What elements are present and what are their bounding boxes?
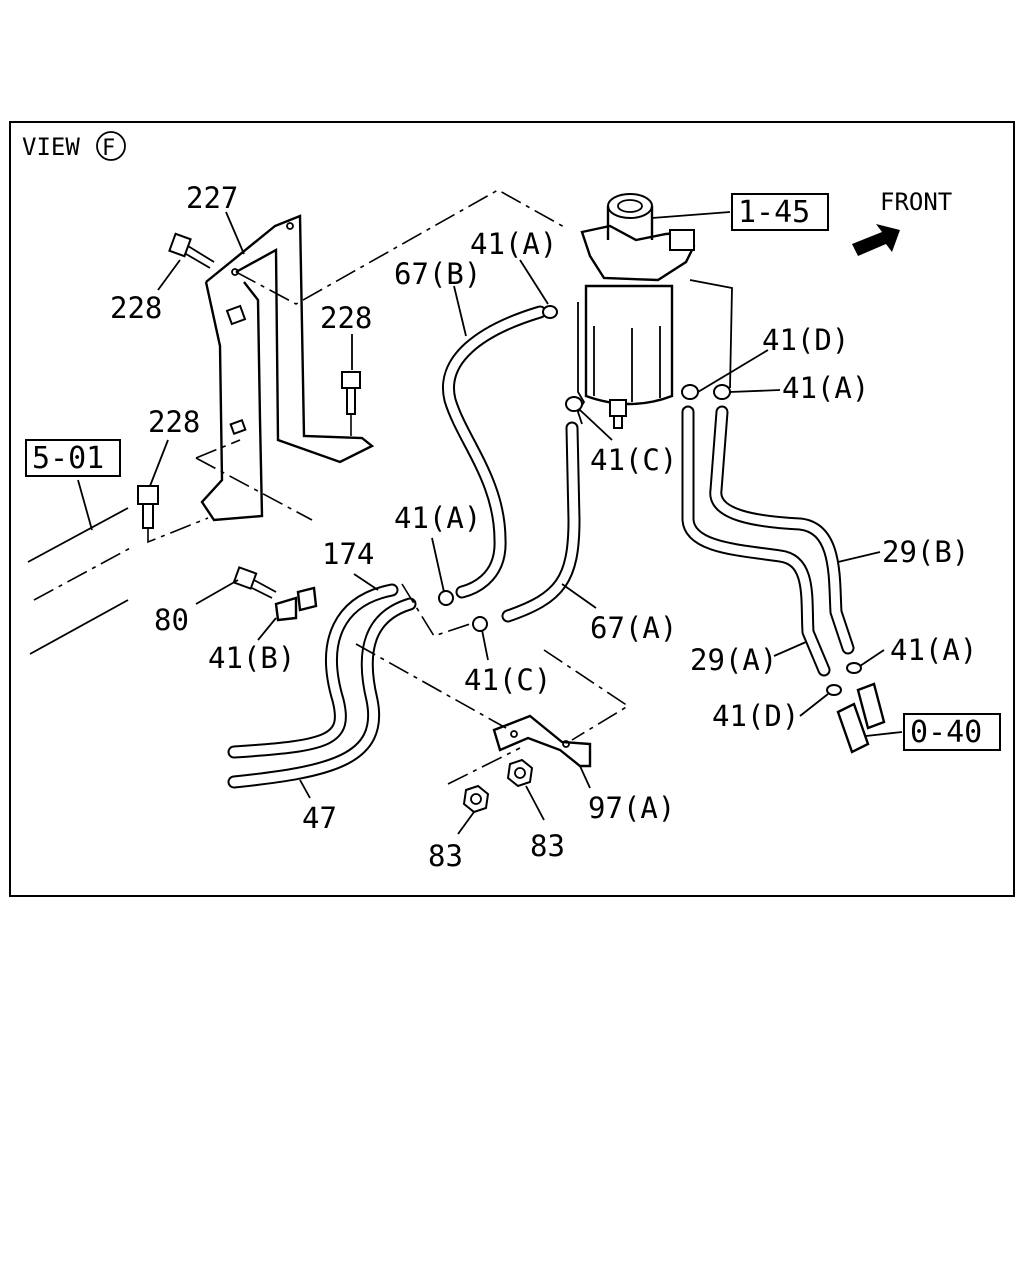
nut-83-left [462, 784, 490, 814]
label-47: 47 [302, 801, 337, 835]
label-228-lower: 228 [148, 405, 200, 439]
ref-box-0-40 [903, 713, 1001, 751]
label-228-upper-right: 228 [320, 301, 372, 335]
bracket-227 [200, 214, 375, 522]
label-41d-lower-right: 41(D) [712, 699, 799, 733]
label-174: 174 [322, 537, 374, 571]
pipe-leader-lines [355, 583, 630, 785]
label-41b: 41(B) [208, 641, 295, 675]
label-41a-upper: 41(A) [470, 227, 557, 261]
bracket-to-filter-leader [235, 189, 567, 305]
label-67b: 67(B) [394, 257, 481, 291]
hose-29a [681, 405, 831, 677]
label-83-right: 83 [530, 829, 565, 863]
bracket-97a [492, 714, 592, 768]
leader-lines [149, 211, 903, 835]
ref-1-45: 1-45 [738, 195, 810, 230]
fuel-filter-assembly [577, 193, 733, 429]
clip-parts [438, 305, 862, 696]
view-label: VIEW [22, 133, 80, 161]
diagram-frame [9, 121, 1015, 897]
ref-box-1-45 [731, 193, 829, 231]
connector-0-40 [836, 682, 886, 754]
label-41c-filter: 41(C) [590, 443, 677, 477]
label-83-left: 83 [428, 839, 463, 873]
ref-5-01: 5-01 [32, 441, 104, 476]
view-letter-circle [96, 131, 126, 161]
ref-box-5-01 [25, 439, 121, 477]
hose-67b [442, 305, 547, 599]
label-67a: 67(A) [590, 611, 677, 645]
pipe-47 [227, 597, 417, 789]
label-41a-mid: 41(A) [394, 501, 481, 535]
label-41d-top: 41(D) [762, 323, 849, 357]
clip-41b [274, 586, 318, 622]
hose-67a [501, 421, 581, 623]
label-41a-lower-right: 41(A) [890, 633, 977, 667]
frame-5-01-lines [27, 439, 313, 655]
front-arrow-icon [852, 224, 900, 256]
hose-29b [709, 405, 855, 655]
label-41a-right: 41(A) [782, 371, 869, 405]
nut-83-right [506, 758, 534, 788]
front-label: FRONT [880, 188, 952, 216]
label-41c-lower: 41(C) [464, 663, 551, 697]
view-letter: F [102, 136, 115, 161]
label-80: 80 [154, 603, 189, 637]
pipe-174 [227, 583, 399, 759]
ref-0-40: 0-40 [910, 715, 982, 750]
label-29b: 29(B) [882, 535, 969, 569]
label-97a: 97(A) [588, 791, 675, 825]
bolt-80 [232, 566, 277, 599]
label-227: 227 [186, 181, 238, 215]
bolt-228-upper-left [168, 232, 215, 269]
label-228-upper-left: 228 [110, 291, 162, 325]
bolt-228-upper-right [341, 371, 361, 440]
bolt-228-lower [137, 485, 209, 544]
label-29a: 29(A) [690, 643, 777, 677]
